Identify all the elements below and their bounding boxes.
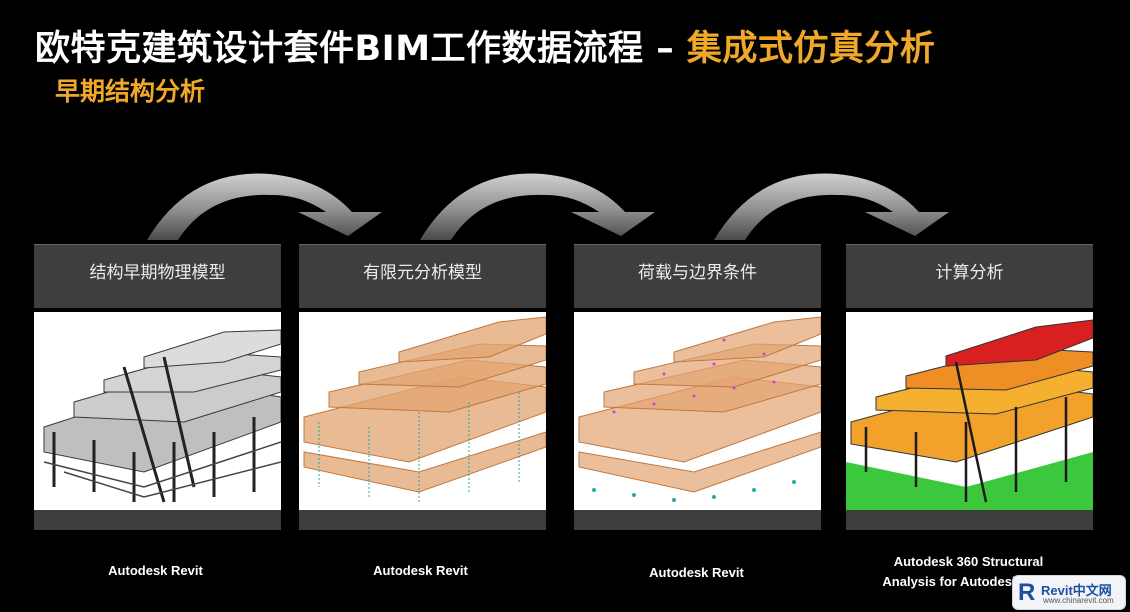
revit-r-icon: R [1018,579,1036,606]
panel-footer-bar [34,510,281,530]
slide-subtitle: 早期结构分析 [55,77,206,106]
fea-model-image [299,312,546,510]
slide-title: 欧特克建筑设计套件BIM工作数据流程 – 集成式仿真分析 [35,20,935,71]
panel-header: 结构早期物理模型 [34,244,281,308]
panel-footer-bar [299,510,546,530]
panel-header: 有限元分析模型 [299,244,546,308]
flow-arrow-3 [714,173,949,240]
analysis-result-image [846,312,1093,510]
panel-header: 荷载与边界条件 [574,244,821,308]
panel-physical-model: 结构早期物理模型 [34,244,281,530]
panel-fea-model: 有限元分析模型 [299,244,546,530]
watermark-logo: R Revit中文网 www.chinarevit.com [1012,575,1126,610]
physical-model-image [34,312,281,510]
title-main: 欧特克建筑设计套件BIM工作数据流程 – [35,29,687,69]
title-highlight: 集成式仿真分析 [686,29,936,69]
loads-boundary-image [574,312,821,510]
flow-arrow-1 [147,173,382,240]
flow-arrow-2 [420,173,655,240]
panel-analysis: 计算分析 [846,244,1093,530]
panel-footer-bar [574,510,821,530]
logo-text: Revit中文网 [1041,583,1112,598]
caption-revit-1: Autodesk Revit [108,563,203,578]
caption-structural-analysis: Autodesk 360 Structural Analysis for Aut… [845,552,1092,592]
caption-revit-2: Autodesk Revit [373,563,468,578]
panel-loads-boundary: 荷载与边界条件 [574,244,821,530]
logo-url: www.chinarevit.com [1043,596,1114,605]
caption-line-1: Autodesk 360 Structural [893,554,1044,569]
caption-revit-3: Autodesk Revit [649,565,744,580]
panel-footer-bar [846,510,1093,530]
panel-header: 计算分析 [846,244,1093,308]
caption-line-2: Analysis for Autodesk Revit [882,574,1055,589]
